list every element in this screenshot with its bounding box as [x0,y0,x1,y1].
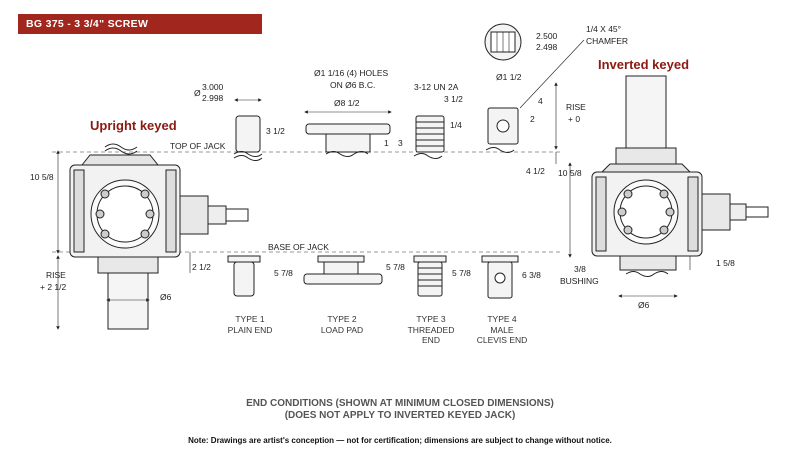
type3-3-1-2-label: 3 1/2 [444,94,463,104]
inverted-3-8-label: 3/8 [574,264,586,274]
type2-3-label: 3 [398,138,403,148]
type4-6-3-8-label: 6 3/8 [522,270,541,280]
inverted-dimensions [554,82,691,298]
dia-3000-label: 3.000 [202,82,224,92]
upright-2-1-2-label: 2 1/2 [192,262,211,272]
type1-5-7-8-label: 5 7/8 [274,268,293,278]
type4-2498-label: 2.498 [536,42,558,52]
type1-line2: PLAIN END [227,324,273,335]
type4-top [485,107,519,153]
type1-line1: TYPE 1 [235,314,265,324]
type1-top [233,115,263,161]
dia-symbol-label: Ø [194,88,201,98]
type3-caption: TYPE 3 THREADED END [398,314,464,346]
type3-top [413,115,445,159]
type3-5-7-8-label: 5 7/8 [452,268,471,278]
inverted-4-1-2-label: 4 1/2 [526,166,545,176]
end-conditions-line2: (DOES NOT APPLY TO INVERTED KEYED JACK) [284,410,516,421]
type1-3-1-2-label: 3 1/2 [266,126,285,136]
type4-caption: TYPE 4 MALE CLEVIS END [466,314,538,346]
inverted-keyed-title: Inverted keyed [598,57,690,72]
type3-bottom [413,255,447,297]
upright-height-label: 10 5/8 [30,172,54,182]
type2-holes-label: Ø1 1/16 (4) HOLES [314,68,389,78]
end-conditions-line1: END CONDITIONS (SHOWN AT MINIMUM CLOSED … [246,398,554,409]
type2-line1: TYPE 2 [327,314,357,324]
upright-dia-label: Ø6 [160,292,172,302]
type3-line2: THREADED [407,324,455,335]
inverted-height-label: 10 5/8 [558,168,582,178]
inverted-dia-label: Ø6 [638,300,650,310]
header-title: BG 375 - 3 3/4" SCREW [26,18,149,30]
upright-keyed-title: Upright keyed [90,118,177,133]
type2-dia-label: Ø8 1/2 [334,98,360,108]
inverted-1-5-8-label: 1 5/8 [716,258,735,268]
header-banner: BG 375 - 3 3/4" SCREW [18,14,262,34]
type4-line3: CLEVIS END [476,335,528,345]
upright-jack [69,143,249,330]
chamfer-2-label: CHAMFER [586,36,628,46]
type4-line2: MALE [490,324,514,335]
type4-2500-label: 2.500 [536,31,558,41]
inverted-bushing-label: BUSHING [560,276,599,286]
inverted-rise-value: + 0 [568,114,580,124]
top-of-jack-label: TOP OF JACK [170,141,226,151]
type3-line3: END [422,335,440,345]
type3-line1: TYPE 3 [416,314,446,324]
type2-1-label: 1 [384,138,389,148]
upright-dimensions [56,150,191,330]
type4-line1: TYPE 4 [487,314,517,324]
type3-1-4-label: 1/4 [450,120,462,130]
chamfer-1-label: 1/4 X 45° [586,24,621,34]
inverted-jack [591,75,769,277]
type4-top-view [484,23,522,61]
type2-top [305,123,391,157]
dia-2998-label: 2.998 [202,93,224,103]
type2-bottom [303,255,383,285]
type4-2-label: 2 [530,114,535,124]
type2-caption: TYPE 2 LOAD PAD [306,314,378,335]
type1-caption: TYPE 1 PLAIN END [218,314,282,335]
type2-bc-label: ON Ø6 B.C. [330,80,375,90]
type3-thread-label: 3-12 UN 2A [414,82,459,92]
upright-rise-value: + 2 1/2 [40,282,67,292]
type2-5-7-8-label: 5 7/8 [386,262,405,272]
type1-bottom [227,255,261,297]
type4-4-label: 4 [538,96,543,106]
footer-note: Note: Drawings are artist's conception —… [188,436,612,445]
upright-rise-label: RISE [46,270,66,280]
type2-line2: LOAD PAD [320,324,364,335]
type4-dia-label: Ø1 1/2 [496,72,522,82]
inverted-rise-label: RISE [566,102,586,112]
type4-bottom [481,255,519,299]
base-of-jack-label: BASE OF JACK [268,242,329,252]
